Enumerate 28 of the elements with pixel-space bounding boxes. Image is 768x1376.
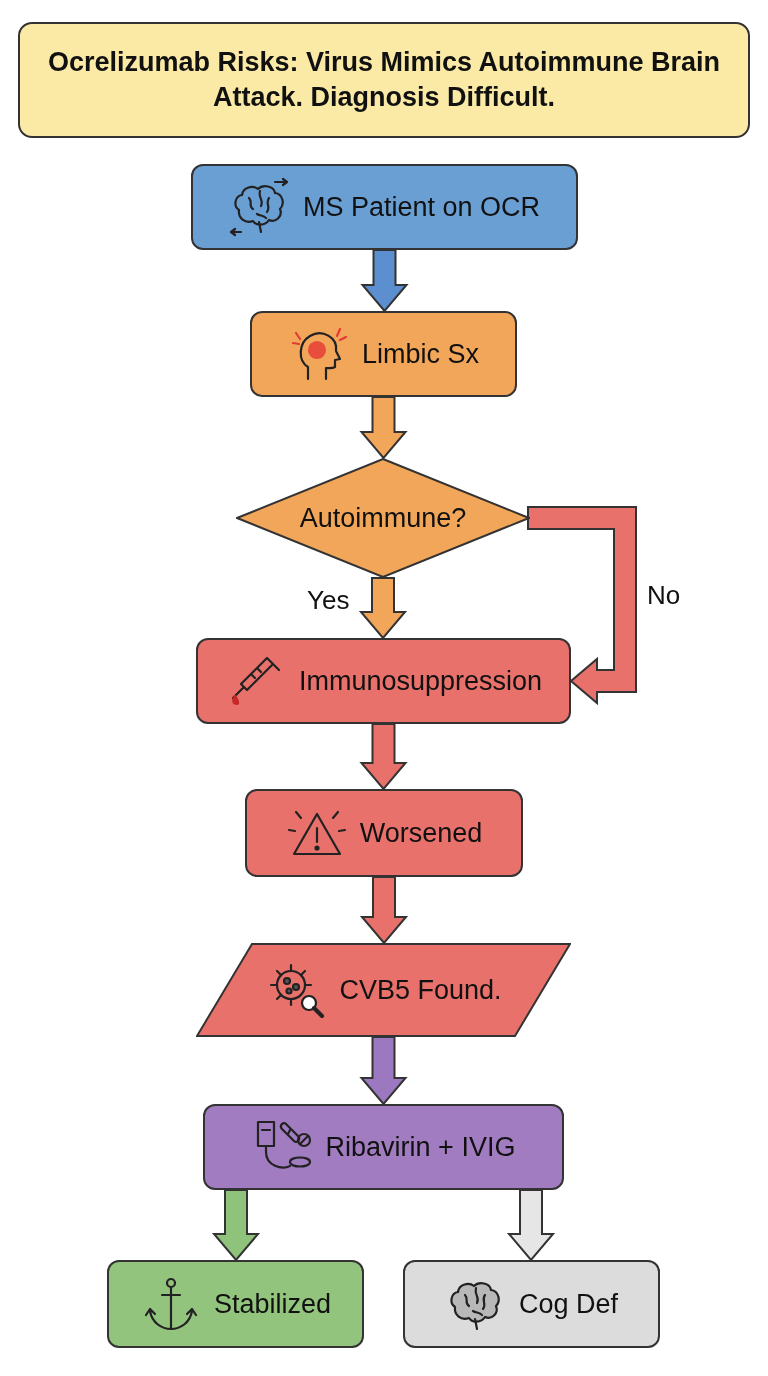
node-label: CVB5 Found. [339, 974, 502, 1006]
node-label: Limbic Sx [362, 338, 479, 370]
node-label: Stabilized [213, 1288, 332, 1320]
block-arrow [359, 396, 408, 460]
process-box [203, 1104, 564, 1190]
node-label: Cog Def [518, 1288, 619, 1320]
process-box [250, 311, 517, 397]
data-parallelogram [196, 943, 571, 1037]
process-box [403, 1260, 660, 1348]
process-box [245, 789, 523, 877]
block-arrow [506, 1189, 556, 1262]
process-box [107, 1260, 364, 1348]
title-banner: Ocrelizumab Risks: Virus Mimics Autoimmune Brain Attack. Diagnosis Difficult. [18, 22, 750, 138]
node-label: Autoimmune? [299, 502, 467, 534]
block-arrow [360, 249, 409, 313]
node-label: Worsened [359, 817, 483, 849]
block-arrow [359, 723, 408, 791]
node-label: MS Patient on OCR [302, 191, 541, 223]
block-arrow [211, 1189, 261, 1262]
decision-diamond [236, 458, 530, 578]
block-arrow [359, 876, 409, 945]
block-arrow [527, 506, 637, 706]
node-label: Immunosuppression [298, 665, 543, 697]
block-arrow [359, 1036, 408, 1106]
block-arrow [358, 577, 408, 640]
process-box [196, 638, 571, 724]
process-box [191, 164, 578, 250]
node-label: Ribavirin + IVIG [325, 1131, 516, 1163]
